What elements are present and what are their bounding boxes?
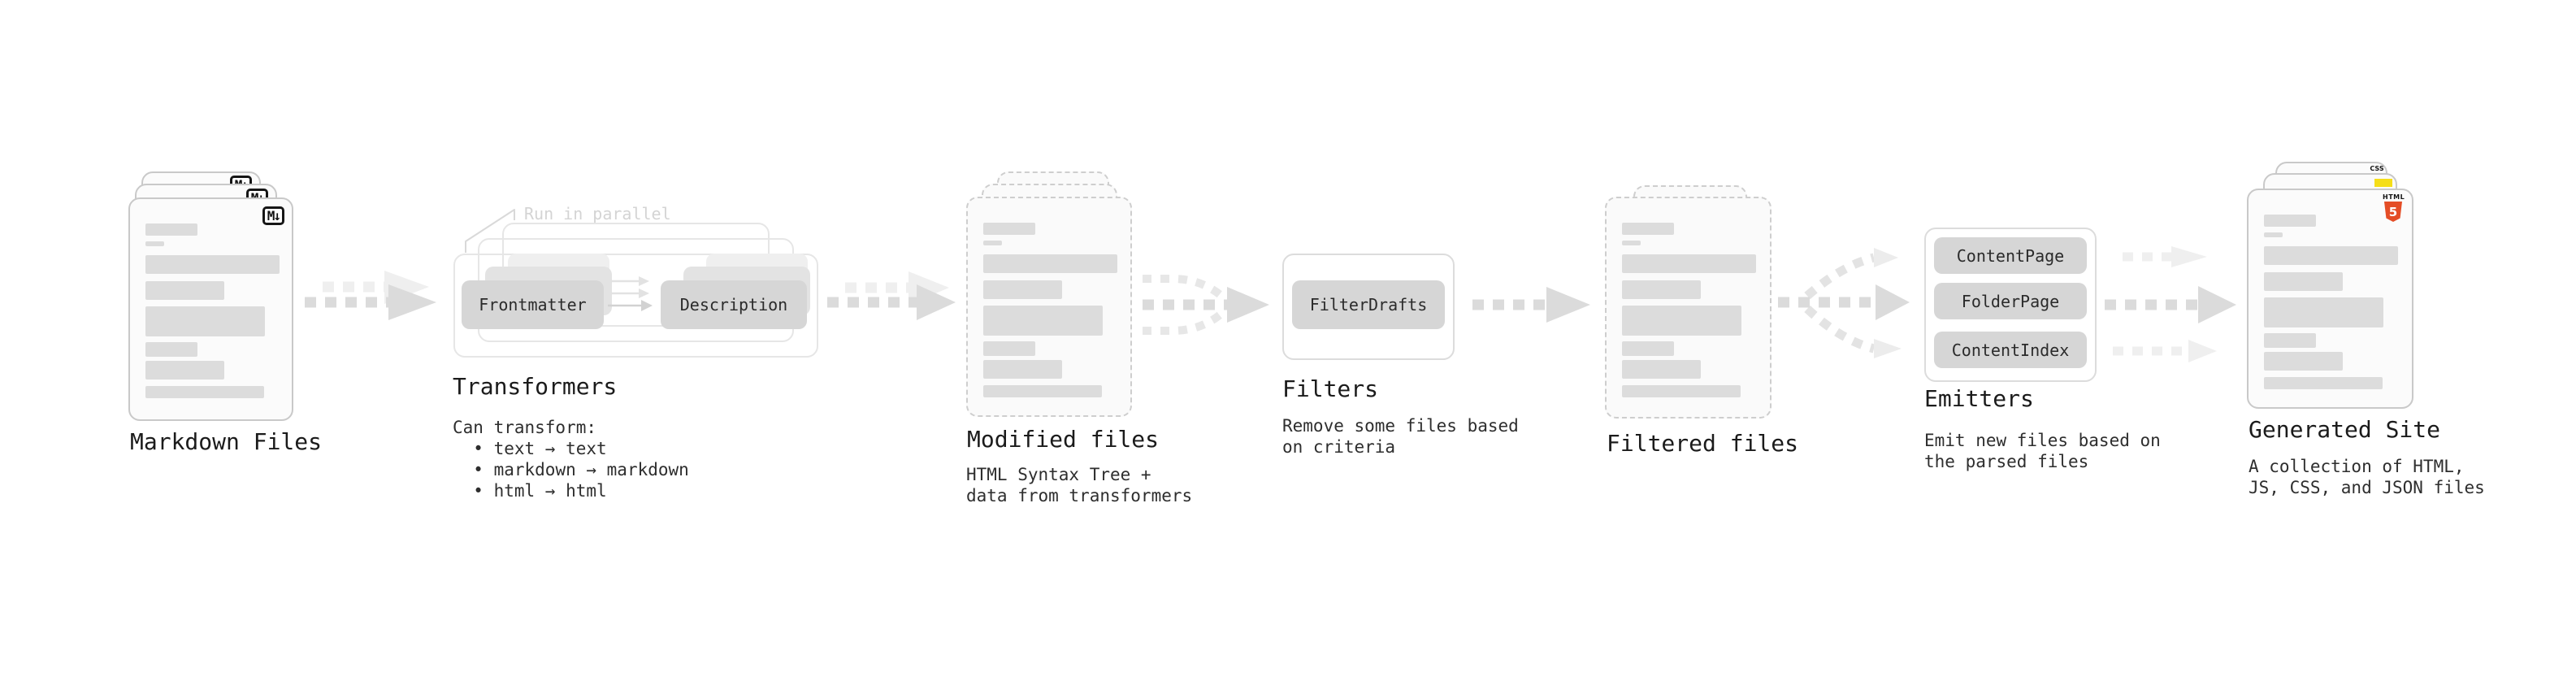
content-line-bar	[1622, 385, 1741, 397]
folderpage-box: FolderPage	[1934, 283, 2087, 319]
modified-file-card-front	[966, 197, 1132, 417]
arrow-transformers-to-modified	[827, 271, 956, 320]
filtered-file-card-front	[1605, 197, 1772, 419]
content-line-bar	[1622, 241, 1641, 245]
frontmatter-box: Frontmatter	[462, 280, 604, 329]
content-line-bar	[2264, 232, 2283, 237]
modified-files-description: HTML Syntax Tree + data from transformer…	[966, 465, 1193, 505]
content-line-bar	[145, 342, 197, 357]
content-line-bar	[983, 385, 1102, 397]
arrow-filters-to-filtered	[1472, 287, 1590, 323]
content-line-bar	[1622, 306, 1741, 336]
content-line-bar	[983, 223, 1035, 235]
filterdrafts-box: FilterDrafts	[1292, 280, 1445, 329]
run-in-parallel-note: Run in parallel	[524, 204, 671, 223]
content-line-bar	[145, 306, 265, 336]
content-line-bar	[2264, 377, 2383, 389]
content-line-bar	[145, 223, 197, 236]
content-line-bar	[145, 361, 224, 380]
transformer-frame-front	[453, 254, 818, 358]
content-line-bar	[1622, 280, 1701, 299]
description-box: Description	[661, 280, 807, 329]
content-line-bar	[983, 254, 1117, 273]
content-line-bar	[983, 306, 1103, 336]
contentpage-box: ContentPage	[1934, 237, 2087, 274]
content-line-bar	[145, 255, 280, 274]
arrow-modified-to-filters-merge	[1143, 275, 1269, 335]
filters-description: Remove some files based on criteria	[1282, 416, 1519, 457]
markdown-icon: M↓	[262, 206, 284, 225]
content-line-bar	[145, 386, 264, 398]
content-line-bar	[1622, 341, 1674, 356]
content-line-bar	[983, 341, 1035, 356]
transformers-title: Transformers	[453, 373, 618, 400]
arrow-emitters-to-site	[2105, 246, 2236, 362]
html-file-card-front: HTML 5	[2247, 189, 2413, 409]
content-line-bar	[145, 281, 224, 300]
content-line-bar	[2264, 352, 2343, 371]
content-line-bar	[2264, 215, 2316, 227]
content-line-bar	[983, 241, 1002, 245]
arrow-filtered-to-emitters-diverge	[1778, 248, 1910, 358]
js-icon	[2374, 179, 2392, 187]
content-line-bar	[2264, 246, 2398, 265]
generated-site-description: A collection of HTML, JS, CSS, and JSON …	[2249, 457, 2485, 497]
filtered-files-title: Filtered files	[1607, 430, 1799, 457]
markdown-files-title: Markdown Files	[130, 428, 323, 455]
html5-icon: HTML 5	[2383, 193, 2405, 222]
content-line-bar	[1622, 223, 1674, 235]
content-line-bar	[145, 241, 164, 246]
content-line-bar	[2264, 297, 2383, 327]
generated-site-title: Generated Site	[2249, 416, 2441, 443]
content-line-bar	[1622, 254, 1756, 273]
content-line-bar	[2264, 333, 2316, 348]
content-line-bar	[2264, 272, 2343, 291]
content-line-bar	[1622, 360, 1701, 379]
modified-files-title: Modified files	[967, 426, 1160, 453]
filters-title: Filters	[1282, 375, 1379, 402]
content-line-bar	[983, 280, 1062, 299]
emitters-title: Emitters	[1924, 385, 2034, 412]
markdown-file-card-front: M↓	[128, 197, 293, 421]
transformers-description: Can transform: • text → text • markdown …	[453, 418, 689, 501]
contentindex-box: ContentIndex	[1934, 332, 2087, 368]
content-line-bar	[983, 360, 1062, 379]
emitters-description: Emit new files based on the parsed files	[1924, 431, 2161, 471]
arrow-markdown-to-transformers	[305, 271, 436, 320]
